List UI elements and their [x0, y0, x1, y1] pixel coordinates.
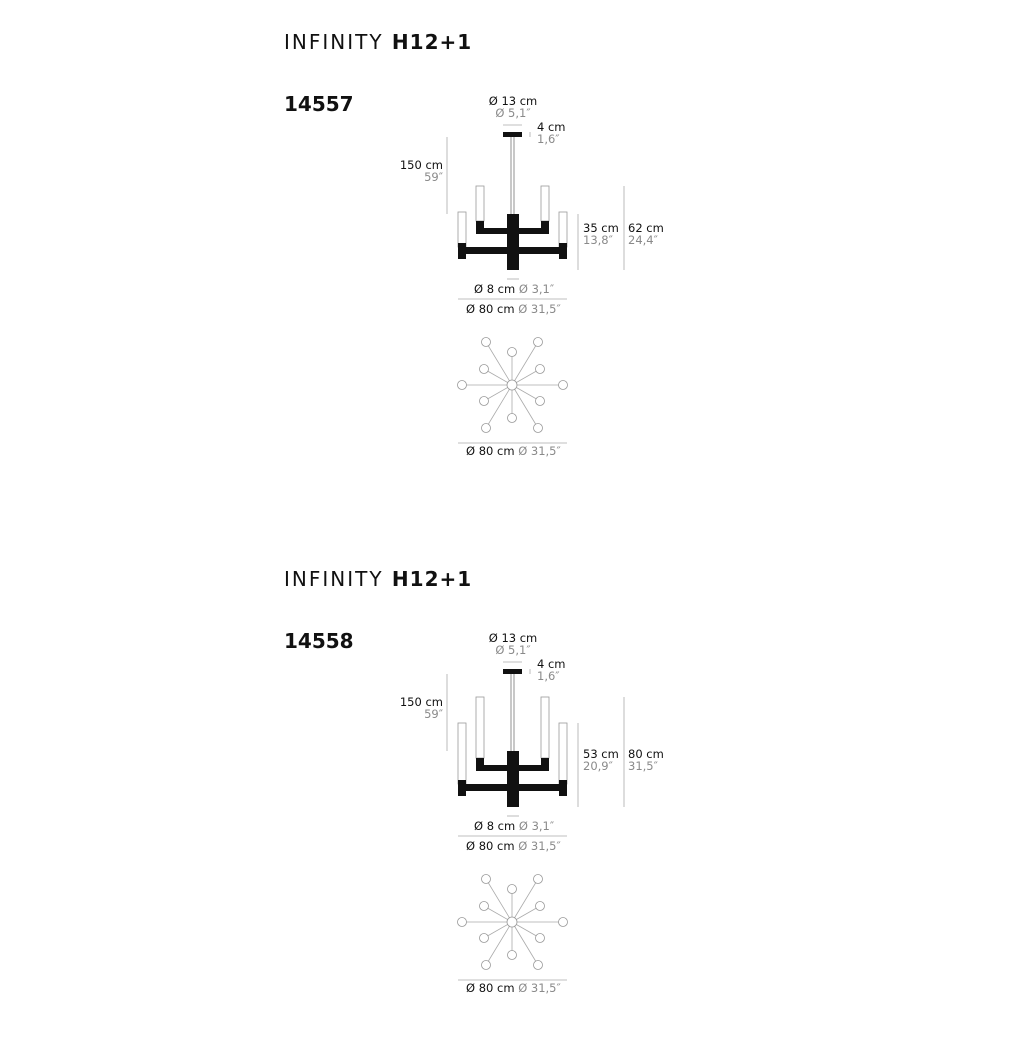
plan-diameter-label: Ø 80 cm Ø 31,5″: [466, 444, 561, 458]
plan-view: [457, 874, 568, 970]
upper-arm-end: [541, 221, 549, 234]
elevation-drawing: [446, 124, 625, 444]
upper-arm-end: [541, 758, 549, 771]
product-section-14557: INFINITY H12+1 14557: [0, 0, 1024, 512]
upper-arm: [476, 765, 549, 771]
lower-arm-end: [559, 780, 567, 796]
lower-arm-end: [458, 780, 466, 796]
glass-diffuser: [457, 722, 467, 785]
canopy: [503, 132, 522, 137]
upper-arm: [476, 228, 549, 234]
product-code: 14558: [284, 629, 354, 653]
product-section-14558: INFINITY H12+1 14558: [0, 537, 1024, 1049]
overall-diameter-label: Ø 80 cm Ø 31,5″: [466, 839, 561, 853]
lower-arm: [458, 247, 567, 254]
lower-arm: [458, 784, 567, 791]
central-stem: [507, 214, 519, 270]
overall-diameter-label: Ø 80 cm Ø 31,5″: [466, 302, 561, 316]
central-stem: [507, 751, 519, 807]
stem-diameter-label: Ø 8 cm Ø 3,1″: [474, 819, 555, 833]
glass-diffuser: [540, 696, 550, 759]
glass-diffuser: [558, 722, 568, 785]
lower-arm-end: [559, 243, 567, 259]
elevation-drawing: [446, 661, 625, 981]
glass-diffuser: [457, 211, 467, 248]
plan-diameter-label: Ø 80 cm Ø 31,5″: [466, 981, 561, 995]
stem-diameter-label: Ø 8 cm Ø 3,1″: [474, 282, 555, 296]
glass-diffuser: [475, 696, 485, 759]
upper-arm-end: [476, 221, 484, 234]
canopy: [503, 669, 522, 674]
lower-arm-end: [458, 243, 466, 259]
product-title: INFINITY H12+1: [284, 567, 473, 591]
product-title: INFINITY H12+1: [284, 30, 473, 54]
upper-arm-end: [476, 758, 484, 771]
glass-diffuser: [558, 211, 568, 248]
glass-diffuser: [540, 185, 550, 222]
product-code: 14557: [284, 92, 354, 116]
plan-view: [457, 337, 568, 433]
glass-diffuser: [475, 185, 485, 222]
